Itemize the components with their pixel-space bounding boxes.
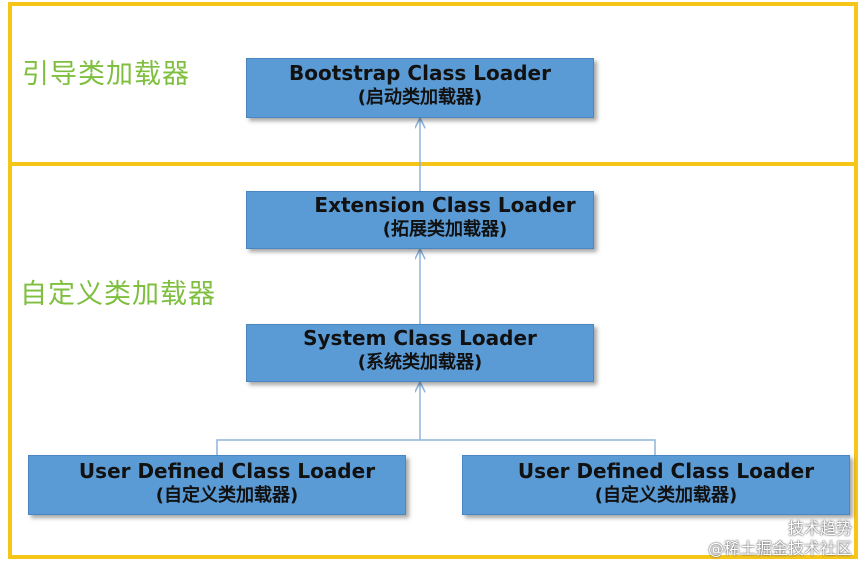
- user-defined-class-loader-node-left: User Defined Class Loader (自定义类加载器): [28, 455, 406, 515]
- node-subtitle: (自定义类加载器): [594, 485, 738, 506]
- node-title: User Defined Class Loader: [517, 459, 815, 483]
- watermark: 技术趋势 @稀土掘金技术社区: [708, 519, 852, 559]
- watermark-source: @稀土掘金技术社区: [707, 539, 852, 558]
- node-subtitle: (启动类加载器): [357, 87, 483, 108]
- watermark-account: 技术趋势: [787, 519, 852, 538]
- node-title: User Defined Class Loader: [78, 459, 376, 483]
- node-subtitle: (自定义类加载器): [155, 485, 299, 506]
- bootstrap-class-loader-node: Bootstrap Class Loader (启动类加载器): [246, 58, 594, 118]
- edge-user-branch: [216, 439, 656, 455]
- node-subtitle: (拓展类加载器): [382, 219, 508, 240]
- node-subtitle: (系统类加载器): [357, 352, 483, 373]
- user-defined-class-loader-node-right: User Defined Class Loader (自定义类加载器): [462, 455, 850, 515]
- bootstrap-region-label: 引导类加载器: [22, 59, 190, 90]
- custom-loader-region: [8, 162, 858, 559]
- node-title: System Class Loader: [303, 326, 537, 350]
- extension-class-loader-node: Extension Class Loader (拓展类加载器): [246, 191, 594, 249]
- system-class-loader-node: System Class Loader (系统类加载器): [246, 324, 594, 382]
- node-title: Extension Class Loader: [314, 193, 576, 217]
- custom-region-label: 自定义类加载器: [20, 279, 216, 310]
- node-title: Bootstrap Class Loader: [289, 61, 551, 85]
